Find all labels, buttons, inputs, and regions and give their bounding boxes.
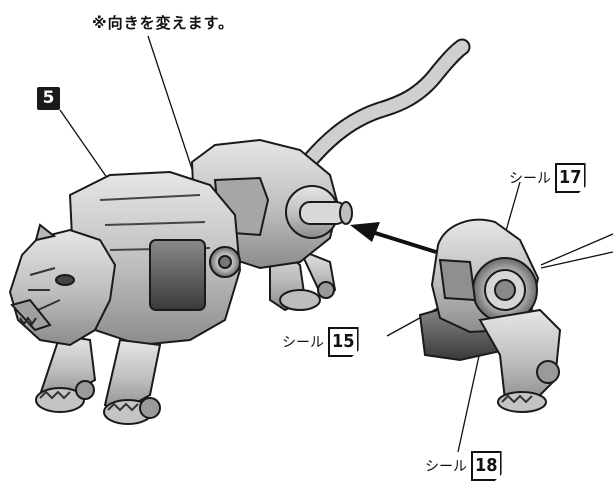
tiger-front-legs (35, 333, 162, 425)
sticker-prefix: シール (425, 459, 467, 475)
direction-note: ※向きを変えます。 (92, 14, 235, 32)
sticker-prefix: シール (282, 335, 324, 351)
sticker-label-17: シール 17 (509, 163, 586, 193)
tiger-head (8, 223, 117, 347)
tiger-hind-legs (269, 237, 337, 312)
sticker-number: 15 (328, 327, 359, 357)
sticker-number: 17 (555, 163, 586, 193)
sticker-prefix: シール (509, 171, 551, 187)
leader-lines (59, 35, 613, 453)
step-number-badge: 5 (37, 87, 60, 110)
sticker-label-18: シール 18 (425, 451, 502, 481)
insert-arrow (350, 222, 437, 254)
tiger-front-body (68, 170, 242, 347)
tiger-tail (303, 38, 471, 167)
sticker-label-15: シール 15 (282, 327, 359, 357)
sticker-number: 18 (471, 451, 502, 481)
detached-hip-part (418, 218, 562, 413)
